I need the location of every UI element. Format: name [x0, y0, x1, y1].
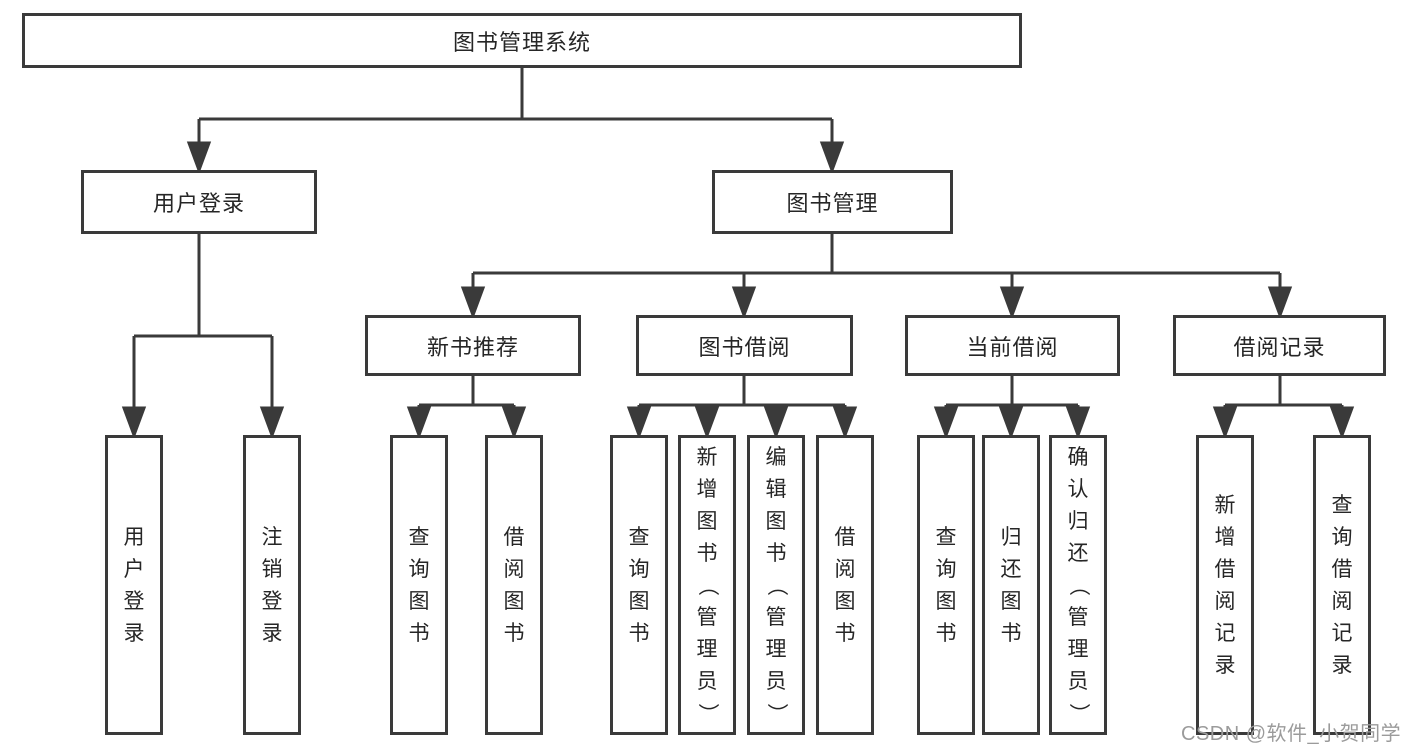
leaf-query-books-recommend: 查询图书	[390, 435, 448, 735]
connector-user-login-children	[121, 234, 285, 440]
leaf-add-borrow-record: 新增借阅记录	[1196, 435, 1254, 735]
leaf-query-books-borrow: 查询图书	[610, 435, 668, 735]
arrow-down-icon	[763, 406, 789, 440]
connector-new-book-recommend-children	[406, 376, 527, 440]
arrow-down-icon	[1212, 406, 1238, 440]
arrow-down-icon	[731, 286, 757, 320]
arrow-down-icon	[832, 406, 858, 440]
arrow-down-icon	[694, 406, 720, 440]
connector-borrow-records-children	[1212, 376, 1355, 440]
leaf-edit-book-admin: 编辑图书（管理员）	[747, 435, 805, 735]
arrow-down-icon	[501, 406, 527, 440]
node-root: 图书管理系统	[22, 13, 1022, 68]
arrow-down-icon	[460, 286, 486, 320]
leaf-borrow-books: 借阅图书	[816, 435, 874, 735]
leaf-query-books-current: 查询图书	[917, 435, 975, 735]
node-borrow-records: 借阅记录	[1173, 315, 1386, 376]
connector-root-to-level2	[186, 68, 845, 175]
arrow-down-icon	[1329, 406, 1355, 440]
node-book-borrow: 图书借阅	[636, 315, 853, 376]
leaf-return-books: 归还图书	[982, 435, 1040, 735]
arrow-down-icon	[819, 141, 845, 175]
arrow-down-icon	[186, 141, 212, 175]
leaf-logout: 注销登录	[243, 435, 301, 735]
arrow-down-icon	[1065, 406, 1091, 440]
arrow-down-icon	[626, 406, 652, 440]
arrow-down-icon	[406, 406, 432, 440]
arrow-down-icon	[998, 406, 1024, 440]
arrow-down-icon	[999, 286, 1025, 320]
arrow-down-icon	[259, 406, 285, 440]
leaf-query-borrow-record: 查询借阅记录	[1313, 435, 1371, 735]
arrow-down-icon	[933, 406, 959, 440]
arrow-down-icon	[1267, 286, 1293, 320]
arrow-down-icon	[121, 406, 147, 440]
leaf-borrow-books-recommend: 借阅图书	[485, 435, 543, 735]
leaf-confirm-return-admin: 确认归还（管理员）	[1049, 435, 1107, 735]
node-book-management: 图书管理	[712, 170, 953, 234]
connector-current-borrow-children	[933, 376, 1091, 440]
node-new-book-recommend: 新书推荐	[365, 315, 581, 376]
connector-book-management-children	[460, 234, 1293, 320]
leaf-user-login: 用户登录	[105, 435, 163, 735]
node-current-borrow: 当前借阅	[905, 315, 1120, 376]
leaf-add-book-admin: 新增图书（管理员）	[678, 435, 736, 735]
connector-book-borrow-children	[626, 376, 858, 440]
watermark: CSDN @软件_小贺同学	[1181, 723, 1402, 745]
node-user-login: 用户登录	[81, 170, 317, 234]
